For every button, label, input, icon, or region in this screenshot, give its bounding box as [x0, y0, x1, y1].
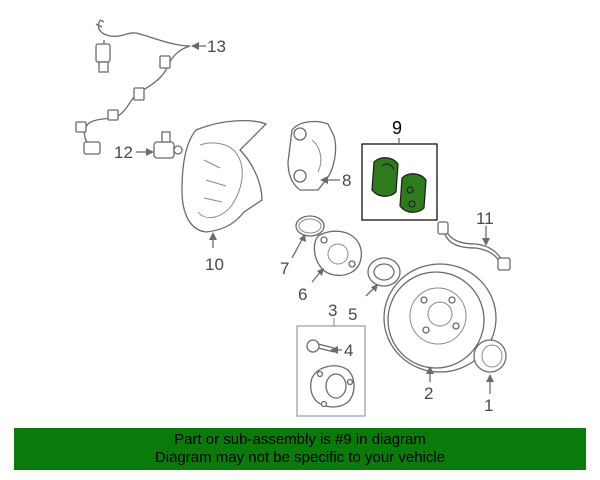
callout-9[interactable]: 9 — [392, 118, 402, 138]
callout-1[interactable]: 1 — [484, 396, 493, 415]
part-7-o-ring[interactable] — [291, 215, 325, 259]
part-3-hub-assembly[interactable] — [310, 365, 355, 408]
part-13-wire-harness[interactable] — [75, 19, 206, 155]
callout-10[interactable]: 10 — [205, 255, 224, 274]
callout-12[interactable]: 12 — [114, 143, 133, 162]
callout-6[interactable]: 6 — [298, 285, 307, 304]
part-3-box — [296, 325, 366, 417]
callout-4[interactable]: 4 — [344, 341, 353, 360]
part-2-rotor[interactable] — [383, 263, 497, 382]
callout-8[interactable]: 8 — [342, 171, 351, 190]
part-10-dust-shield[interactable] — [181, 120, 268, 248]
part-1-hub-cap[interactable] — [473, 339, 507, 394]
banner-line-1: Part or sub-assembly is #9 in diagram — [174, 431, 426, 448]
part-11-brake-hose[interactable] — [437, 221, 511, 271]
callout-7[interactable]: 7 — [280, 259, 289, 278]
part-5-bearing[interactable] — [365, 257, 401, 297]
callout-5[interactable]: 5 — [348, 305, 357, 324]
part-8-caliper[interactable] — [287, 120, 340, 191]
part-9-brake-pads[interactable] — [371, 157, 427, 213]
part-4-hub-bolt[interactable] — [306, 339, 342, 354]
callout-2[interactable]: 2 — [424, 384, 433, 403]
callout-3[interactable]: 3 — [328, 301, 337, 320]
info-banner: Part or sub-assembly is #9 in diagram Di… — [14, 428, 586, 470]
banner-line-2: Diagram may not be specific to your vehi… — [154, 449, 446, 466]
part-6-knuckle[interactable] — [311, 230, 363, 283]
callout-11[interactable]: 11 — [476, 209, 494, 228]
callout-13[interactable]: 13 — [207, 37, 226, 56]
part-12-speed-sensor[interactable] — [136, 131, 183, 159]
